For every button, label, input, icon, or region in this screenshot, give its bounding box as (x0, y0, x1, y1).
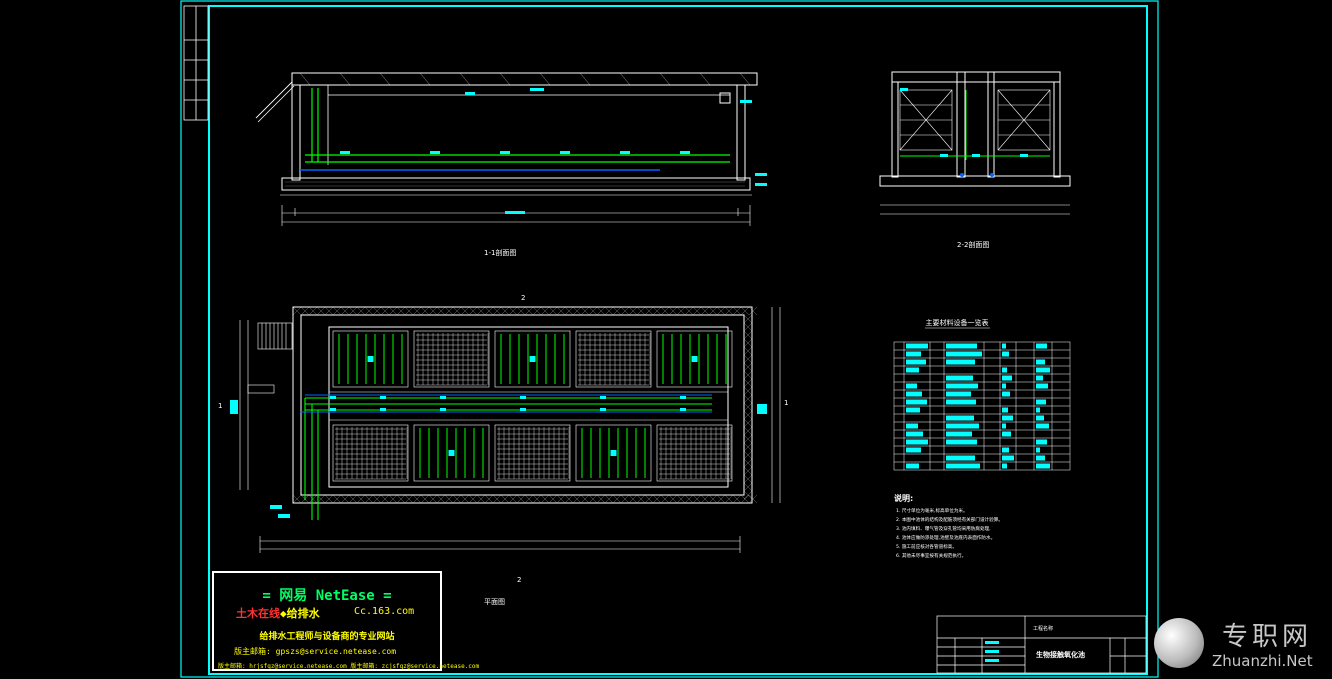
section-mark-1-left: 1 (218, 402, 222, 410)
section-2-2: 2-2剖面图 (879, 71, 1071, 249)
note-4: 4. 池体应做防渗处理,池壁及池底内表面作防水。 (896, 534, 995, 541)
plan-view-label: 平面图 (484, 598, 505, 606)
note-3: 3. 池内填料、曝气管及穿孔管均采用防腐处理, (896, 525, 991, 532)
media-cells-top (332, 330, 733, 388)
banner-url: Cc.163.com (354, 606, 415, 617)
material-table: 主要材料设备一览表 (893, 318, 1071, 471)
section-2-2-label: 2-2剖面图 (957, 240, 989, 249)
section-mark-1-right: 1 (784, 399, 788, 407)
notes-title: 说明: (894, 493, 913, 503)
banner-email: 版主邮箱: gpszs@service.netease.com (234, 647, 397, 656)
watermark-en: Zhuanzhi.Net (1212, 652, 1313, 670)
title-block-drawing-title: 生物接触氧化池 (1036, 650, 1085, 659)
section-1-1-label: 1-1剖面图 (484, 248, 516, 257)
watermark-cn: 专职网 (1222, 622, 1313, 652)
section-mark-2-bottom: 2 (517, 576, 521, 584)
note-2: 2. 本图中池体的结构及配筋须经有关部门设计验算。 (896, 516, 1003, 523)
banner-title: = 网易 NetEase = (262, 588, 392, 604)
netease-banner[interactable]: = 网易 NetEase = 土木在线◆给排水 Cc.163.com 给排水工程… (212, 571, 479, 671)
title-block (936, 615, 1147, 674)
banner-emails: 版主邮箱: hrjsfqz@service.netease.com 版主邮箱: … (218, 663, 480, 670)
watermark-ball-icon (1154, 618, 1204, 668)
section-mark-2-top: 2 (521, 294, 525, 302)
revision-strip (183, 5, 209, 121)
banner-tagline: 给排水工程师与设备商的专业网站 (259, 632, 395, 642)
note-6: 6. 其他未尽事宜按有关规范执行。 (896, 552, 966, 559)
section-1-1: 1-1剖面图 (255, 72, 767, 257)
plan-view: 2 2 1 1 平面图 (218, 294, 788, 606)
note-5: 5. 施工前应核对各管道标高。 (896, 543, 957, 550)
banner-brand: 土木在线◆给排水 (236, 607, 320, 620)
note-1: 1. 尺寸单位为毫米,标高单位为米。 (896, 507, 968, 514)
material-table-title: 主要材料设备一览表 (926, 318, 989, 327)
media-cells-bottom (332, 424, 733, 482)
notes: 说明: 1. 尺寸单位为毫米,标高单位为米。 2. 本图中池体的结构及配筋须经有… (894, 493, 1003, 559)
watermark: 专职网 Zhuanzhi.Net (1150, 612, 1330, 676)
title-block-project: 工程名称 (1033, 625, 1053, 632)
drawing-frame (180, 0, 1159, 678)
